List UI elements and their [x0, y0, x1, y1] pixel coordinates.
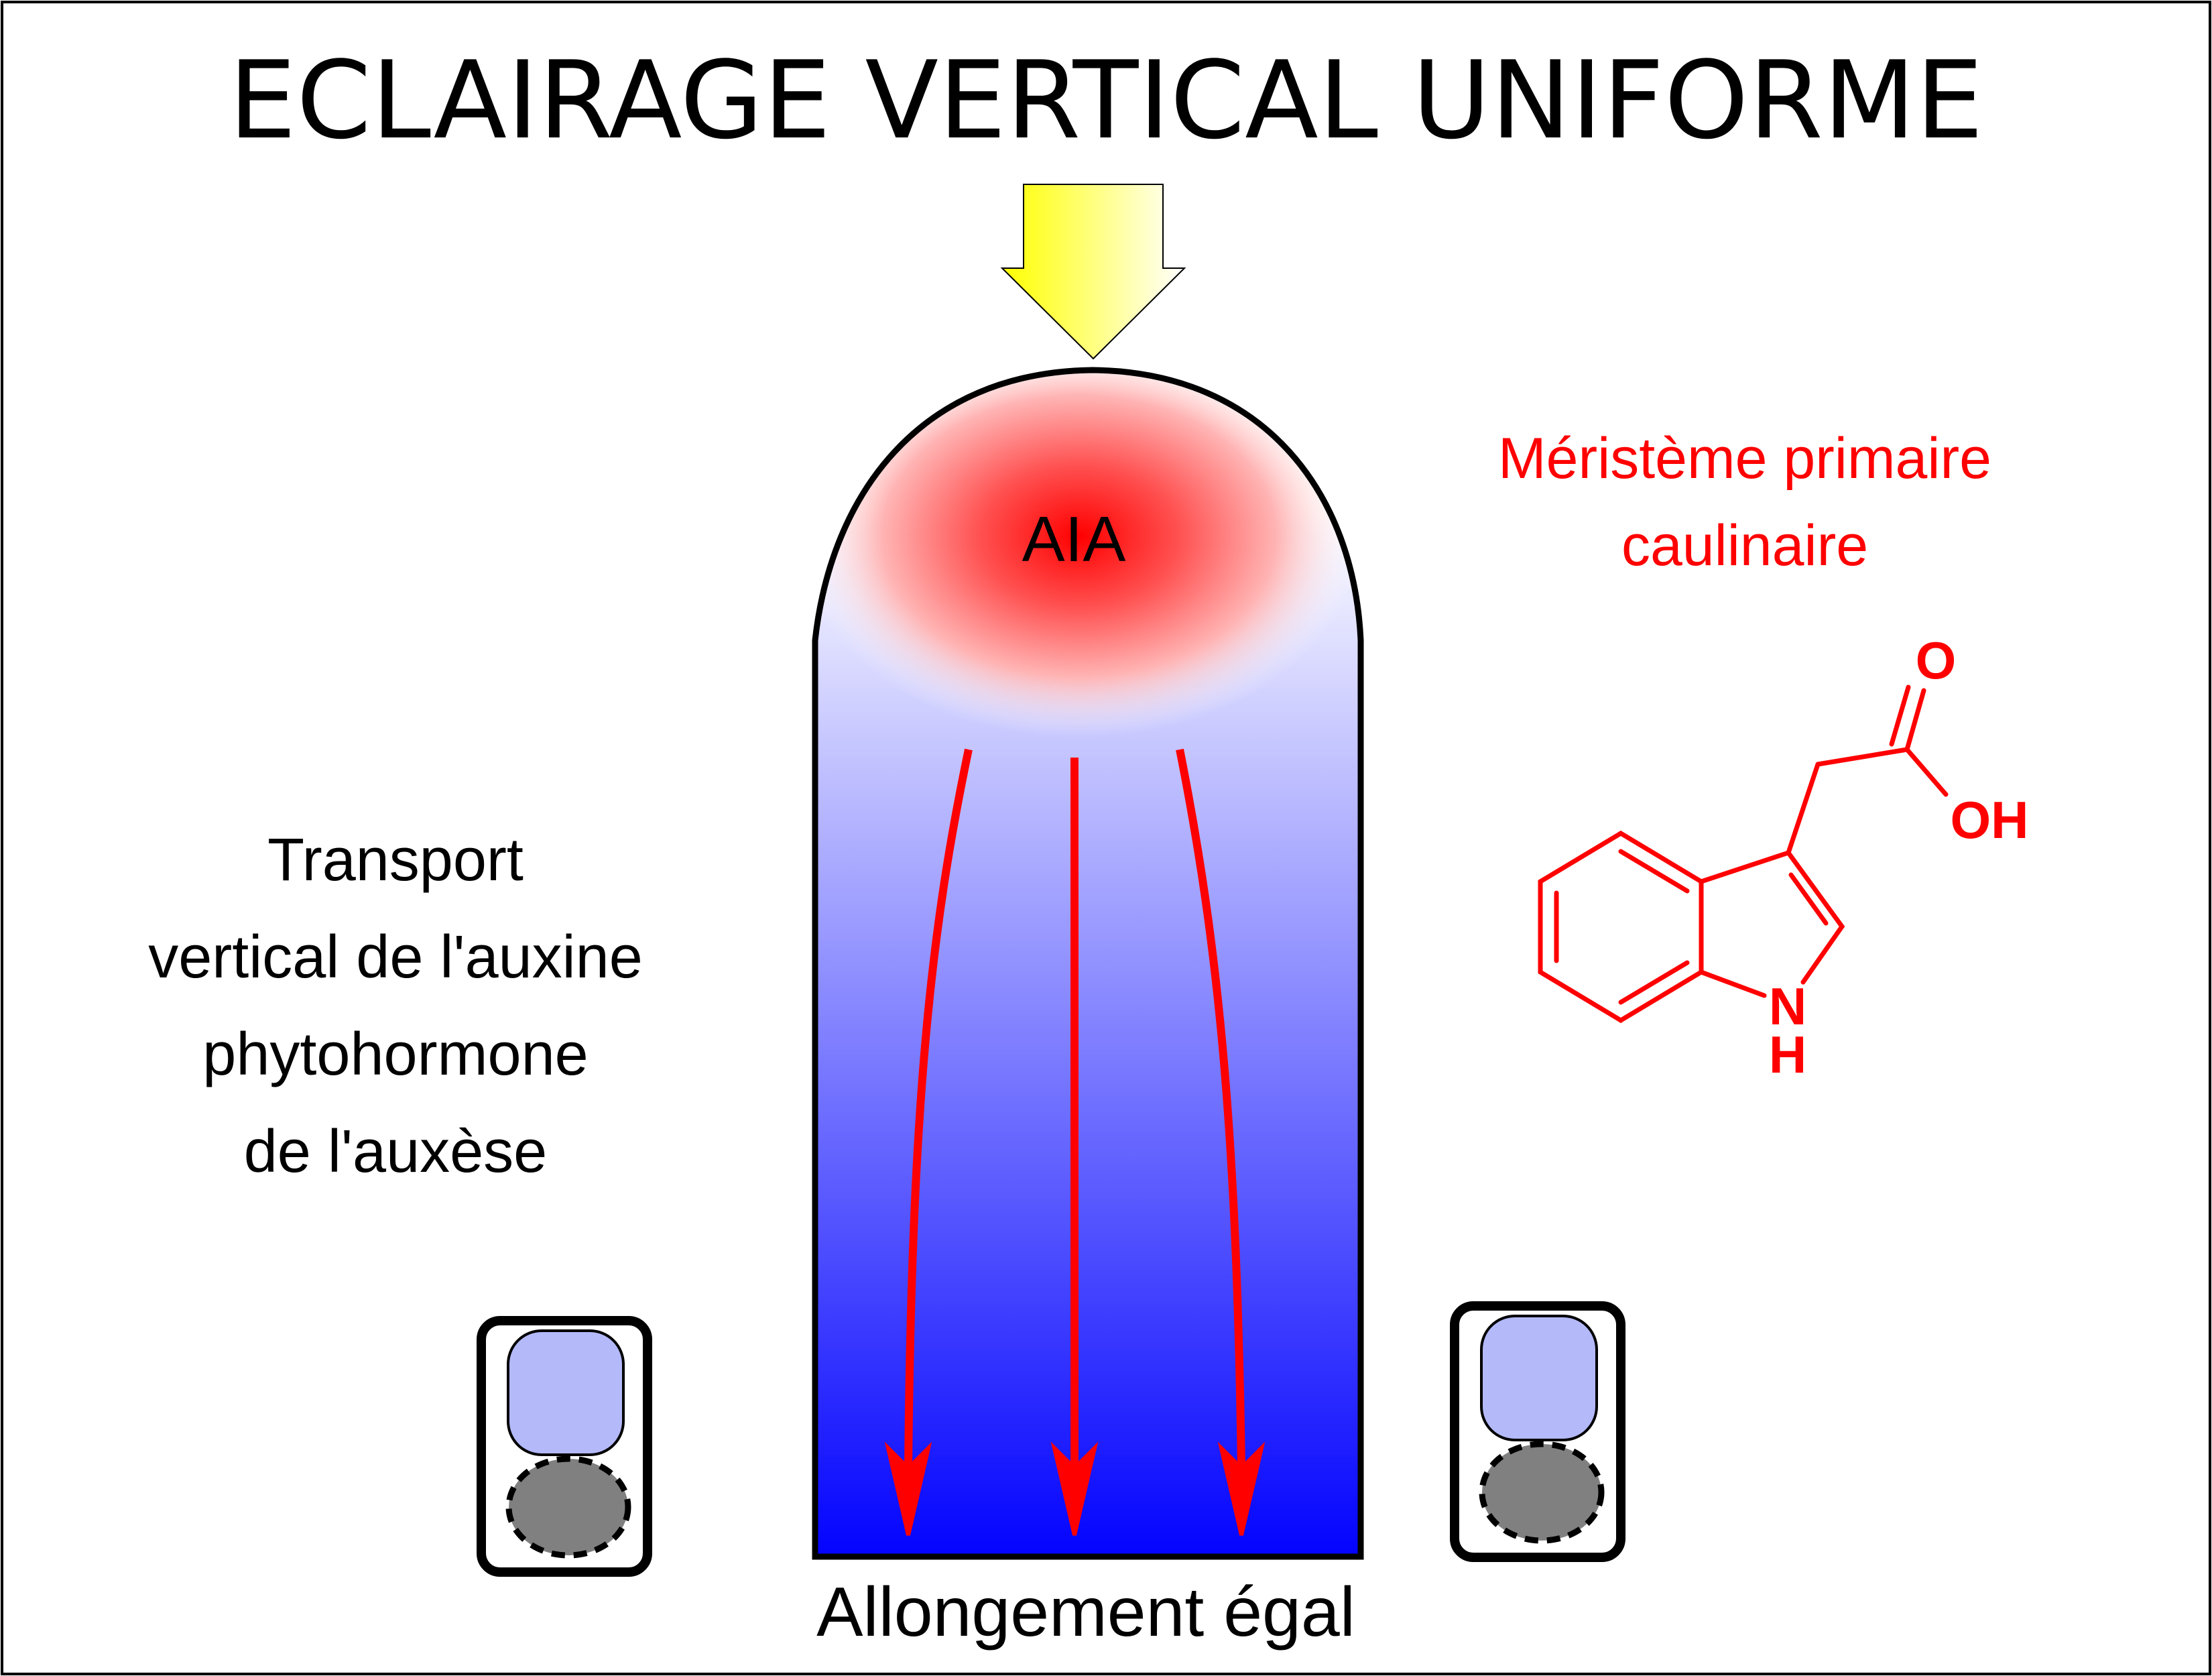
pyrrole-double-bond	[1788, 872, 1829, 926]
cell-left-statolith	[505, 1455, 631, 1559]
pyrrole-ring-lower	[1699, 969, 1767, 998]
arrowhead-right-icon	[1217, 1441, 1266, 1536]
transport-label-line3: phytohormone	[202, 1021, 588, 1088]
auxin-transport-arrows	[884, 748, 1266, 1536]
atom-oxygen: O	[1916, 631, 1957, 690]
cell-right-vacuole	[1480, 1315, 1598, 1441]
tip-label-aia: AIA	[1022, 503, 1126, 575]
atom-hydroxyl: OH	[1951, 790, 2029, 849]
atom-nitrogen: N	[1769, 977, 1806, 1036]
iaa-molecule-structure	[1538, 684, 1949, 1024]
cell-right	[1450, 1301, 1625, 1562]
transport-label-line2: vertical de l'auxine	[148, 924, 643, 991]
transport-arrow-left	[904, 748, 973, 1469]
side-chain-ch2	[1815, 747, 1910, 767]
meristem-label-line2: caulinaire	[1621, 514, 1868, 578]
cell-right-statolith	[1479, 1441, 1605, 1544]
benzene-double-bond-3	[1618, 960, 1690, 1005]
carboxyl-oh-bond	[1904, 747, 1949, 797]
arrowhead-center-icon	[1050, 1441, 1099, 1536]
benzene-double-bond-1	[1618, 849, 1690, 894]
pyrrole-ring-upper	[1699, 849, 1845, 985]
stem-outline	[812, 367, 1364, 1560]
atom-hydrogen: H	[1769, 1025, 1806, 1084]
carboxyl-co-bond-2	[1889, 684, 1911, 747]
auxin-concentration-zone	[815, 370, 1361, 758]
light-arrow-icon	[1000, 184, 1186, 360]
transport-label-line1: Transport	[267, 827, 524, 894]
carboxyl-co-bond-1	[1904, 688, 1926, 752]
arrowhead-left-icon	[884, 1441, 932, 1536]
cell-left	[477, 1316, 652, 1577]
transport-arrow-right	[1176, 748, 1245, 1469]
meristem-label-line1: Méristème primaire	[1498, 426, 1991, 491]
page-title: ECLAIRAGE VERTICAL UNIFORME	[229, 38, 1983, 163]
stem-fill	[815, 370, 1361, 1557]
transport-label-line4: de l'auxèse	[244, 1118, 548, 1185]
bottom-label-allongement: Allongement égal	[816, 1573, 1355, 1651]
side-chain-bond	[1786, 762, 1821, 855]
cell-left-vacuole	[507, 1329, 625, 1456]
